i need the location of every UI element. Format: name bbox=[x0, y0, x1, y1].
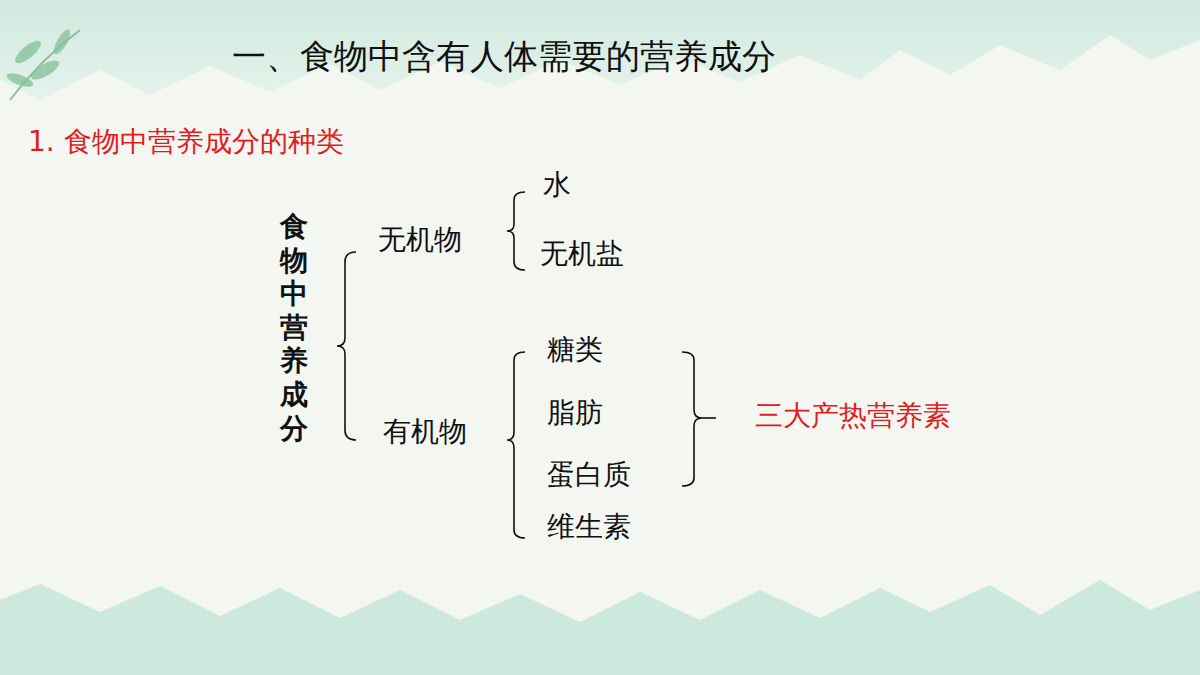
vertical-heading: 食物中营养成分 bbox=[280, 210, 308, 445]
item-label: 糖类 bbox=[547, 333, 603, 367]
slide-title: 一、食物中含有人体需要的营养成分 bbox=[232, 36, 776, 77]
category-label: 有机物 bbox=[383, 415, 467, 449]
item-label: 维生素 bbox=[547, 510, 631, 544]
item-label: 脂肪 bbox=[547, 396, 603, 430]
category-label: 无机物 bbox=[378, 223, 462, 257]
item-label: 无机盐 bbox=[540, 237, 624, 271]
subheading: 1. 食物中营养成分的种类 bbox=[28, 125, 344, 159]
item-label: 水 bbox=[543, 168, 571, 202]
item-label: 蛋白质 bbox=[547, 458, 631, 492]
group-label: 三大产热营养素 bbox=[755, 399, 951, 433]
